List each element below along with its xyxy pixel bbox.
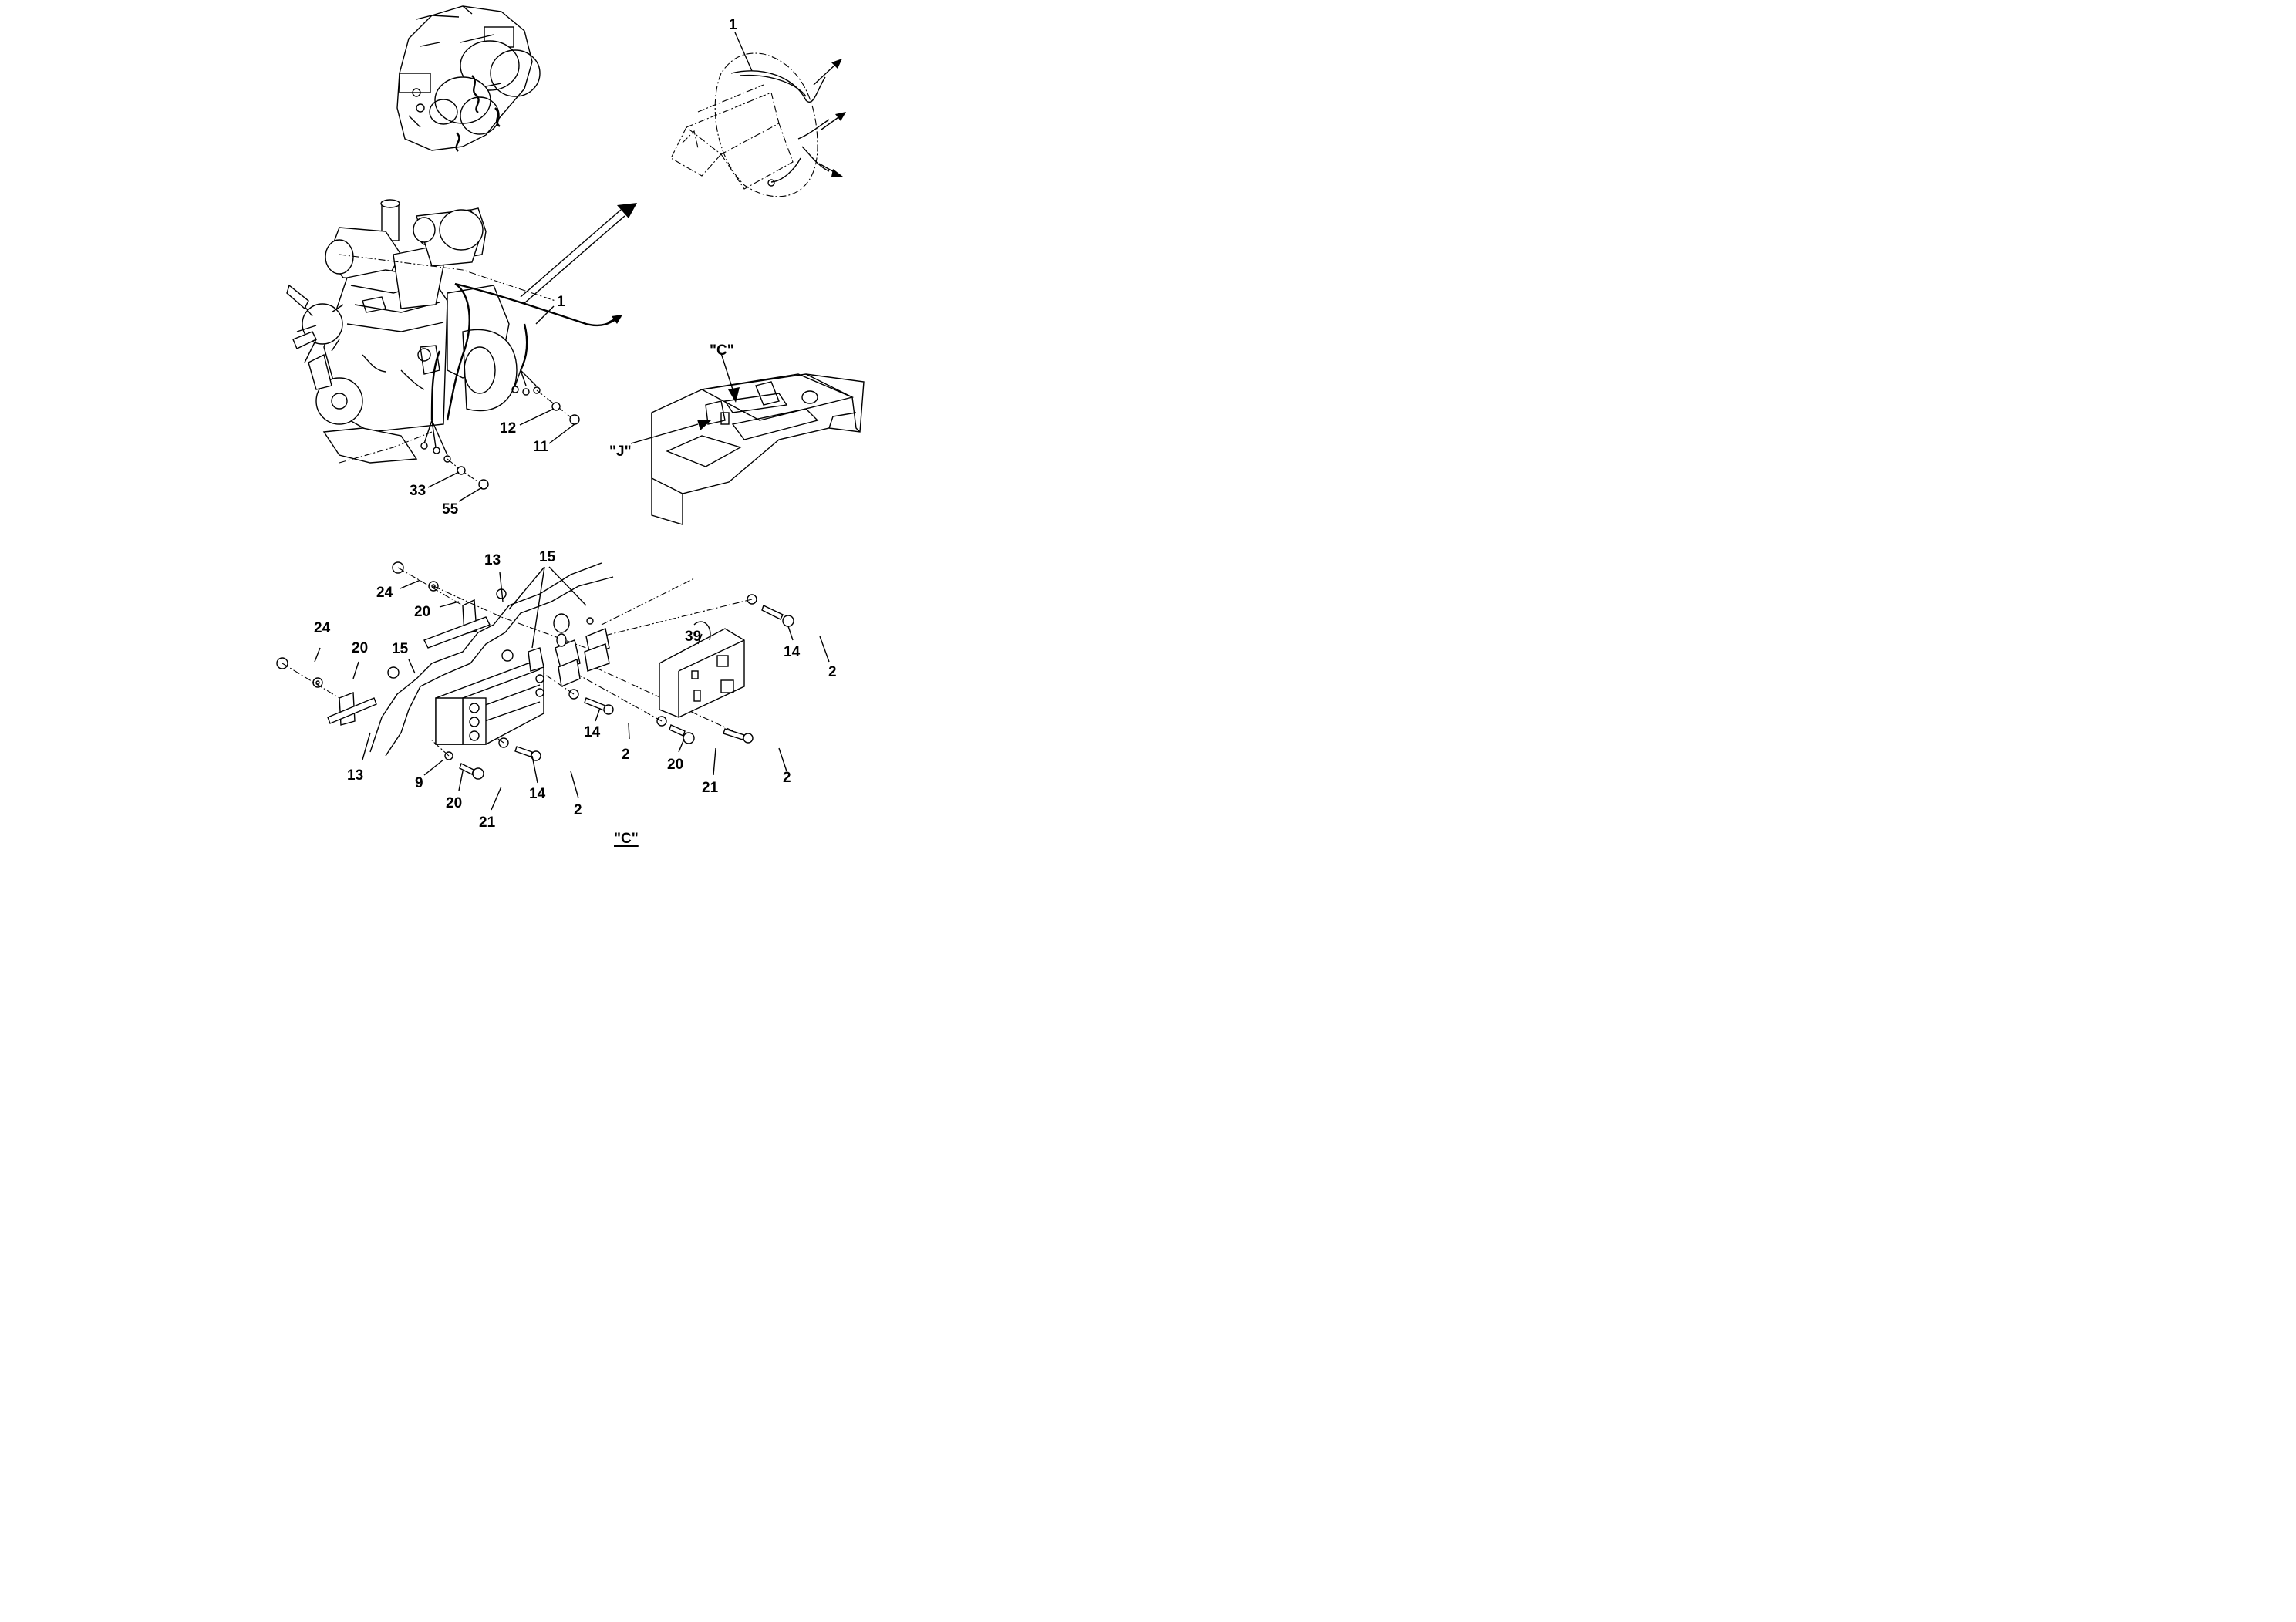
alternator-assembly-illustration xyxy=(396,5,541,152)
view-label-j: "J" xyxy=(609,443,632,460)
callout-12: 12 xyxy=(500,420,517,437)
engine-illustration xyxy=(286,199,556,464)
callout-13-top: 13 xyxy=(484,552,501,568)
callout-15-top: 15 xyxy=(539,549,556,565)
callout-15-left: 15 xyxy=(392,641,409,657)
callout-14-right: 14 xyxy=(784,644,801,660)
callout-13-bottom: 13 xyxy=(347,767,364,784)
callout-55: 55 xyxy=(442,501,459,518)
callout-9: 9 xyxy=(415,775,423,791)
callout-14-mid: 14 xyxy=(584,724,601,740)
callout-20-bottom: 20 xyxy=(446,795,463,811)
callout-21-bottom: 21 xyxy=(479,814,496,831)
callout-21-right: 21 xyxy=(702,780,719,796)
callout-2-mid: 2 xyxy=(622,747,630,763)
callout-2-bottom: 2 xyxy=(574,802,582,818)
callout-20-left: 20 xyxy=(352,640,369,656)
callout-39: 39 xyxy=(685,629,702,645)
callout-1-top: 1 xyxy=(729,17,737,33)
chassis-frame-illustration xyxy=(630,352,865,525)
callout-20-mid: 20 xyxy=(667,757,684,773)
view-c-exploded-illustration xyxy=(276,561,830,811)
view-c-title: "C" xyxy=(614,831,639,847)
harness-detail-illustration xyxy=(670,32,846,197)
wiring-harness-lines xyxy=(420,203,637,502)
callout-24-left: 24 xyxy=(314,620,331,636)
callout-14-bottom: 14 xyxy=(529,786,546,802)
diagram-drawing xyxy=(276,5,865,811)
callout-11: 11 xyxy=(533,439,549,455)
callout-33: 33 xyxy=(410,483,426,499)
parts-diagram: 1 1 12 11 33 55 "C" "J" 13 15 24 20 24 2… xyxy=(0,0,1202,848)
callout-1-mid: 1 xyxy=(557,294,565,310)
callout-24-top: 24 xyxy=(376,585,393,601)
callout-2-right: 2 xyxy=(828,664,837,680)
callout-2-far: 2 xyxy=(783,770,791,786)
callout-20-top: 20 xyxy=(414,604,431,620)
view-label-c: "C" xyxy=(710,342,734,359)
